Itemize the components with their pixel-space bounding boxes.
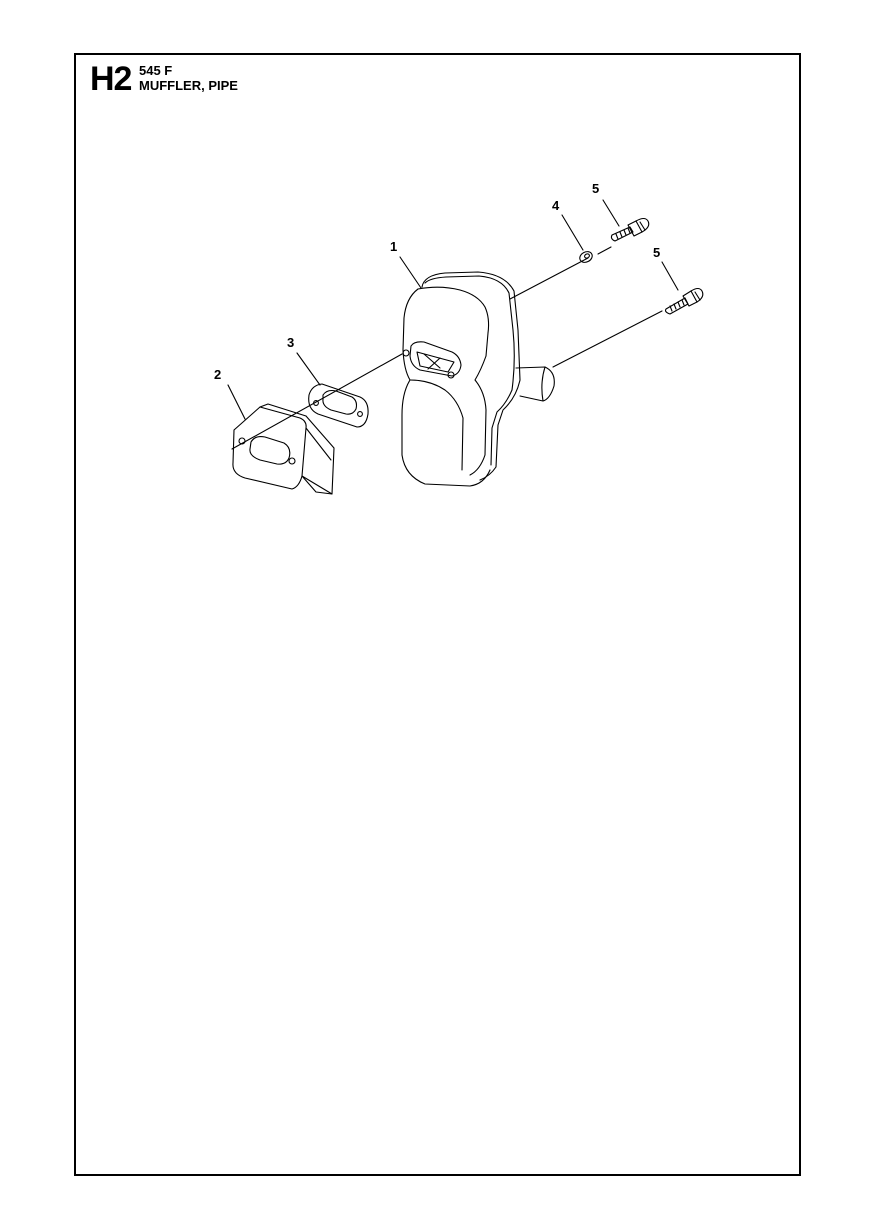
muffler-bracket-icon <box>232 403 335 495</box>
callout-5-lower: 5 <box>653 245 660 260</box>
page-frame <box>74 53 801 1176</box>
callout-4: 4 <box>552 198 560 213</box>
callout-labels: 1 2 3 4 5 5 <box>214 181 660 382</box>
section-code: H2 <box>90 60 132 98</box>
gasket-icon <box>308 383 369 428</box>
assembly-axis-lines <box>231 246 663 450</box>
screw-icon <box>664 287 704 315</box>
callout-leaders <box>227 199 679 420</box>
muffler-icon <box>401 271 555 487</box>
callout-1: 1 <box>390 239 397 254</box>
callout-5: 5 <box>592 181 599 196</box>
diagram-title: MUFFLER, PIPE <box>139 78 238 93</box>
screw-icon <box>610 217 650 242</box>
callout-2: 2 <box>214 367 221 382</box>
model-name: 545 F <box>139 63 173 78</box>
callout-3: 3 <box>287 335 294 350</box>
washer-icon <box>579 251 593 263</box>
